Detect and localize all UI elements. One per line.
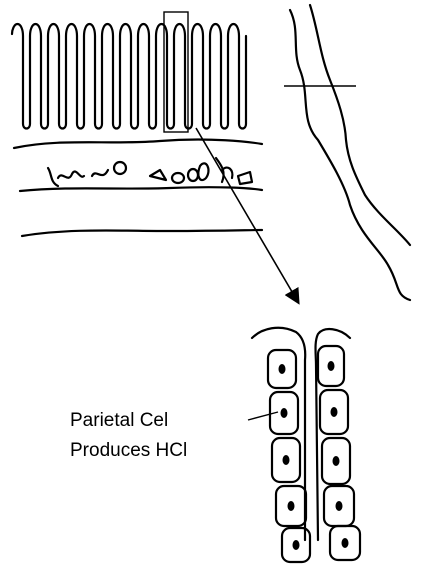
- profile-line-left: [290, 10, 410, 300]
- cell-nucleus: [342, 538, 349, 548]
- cell-nucleus: [283, 455, 290, 465]
- label-pointer-line: [248, 412, 278, 420]
- cell-nucleus: [336, 501, 343, 511]
- cell-nucleus: [328, 361, 335, 371]
- cell-nucleus: [293, 540, 300, 550]
- cell-nucleus: [281, 408, 288, 418]
- zoom-arrow: [196, 128, 298, 302]
- cell-nucleus: [288, 501, 295, 511]
- cell-nucleus: [279, 364, 286, 374]
- profile-line-right: [310, 5, 410, 245]
- submucosa-upper-line: [14, 139, 262, 148]
- label-parietal-cell: Parietal Cel: [70, 410, 168, 431]
- muscularis-line: [22, 230, 262, 236]
- enlarged-gastric-gland: [252, 328, 360, 562]
- cell-nucleus: [333, 456, 340, 466]
- gastric-gland-folds: [12, 24, 246, 129]
- label-produces-hcl: Produces HCl: [70, 440, 187, 461]
- cell-nucleus: [331, 407, 338, 417]
- fold-outline: [12, 24, 246, 129]
- gland-cells: [268, 346, 360, 562]
- submucosa-lower-line: [20, 187, 262, 191]
